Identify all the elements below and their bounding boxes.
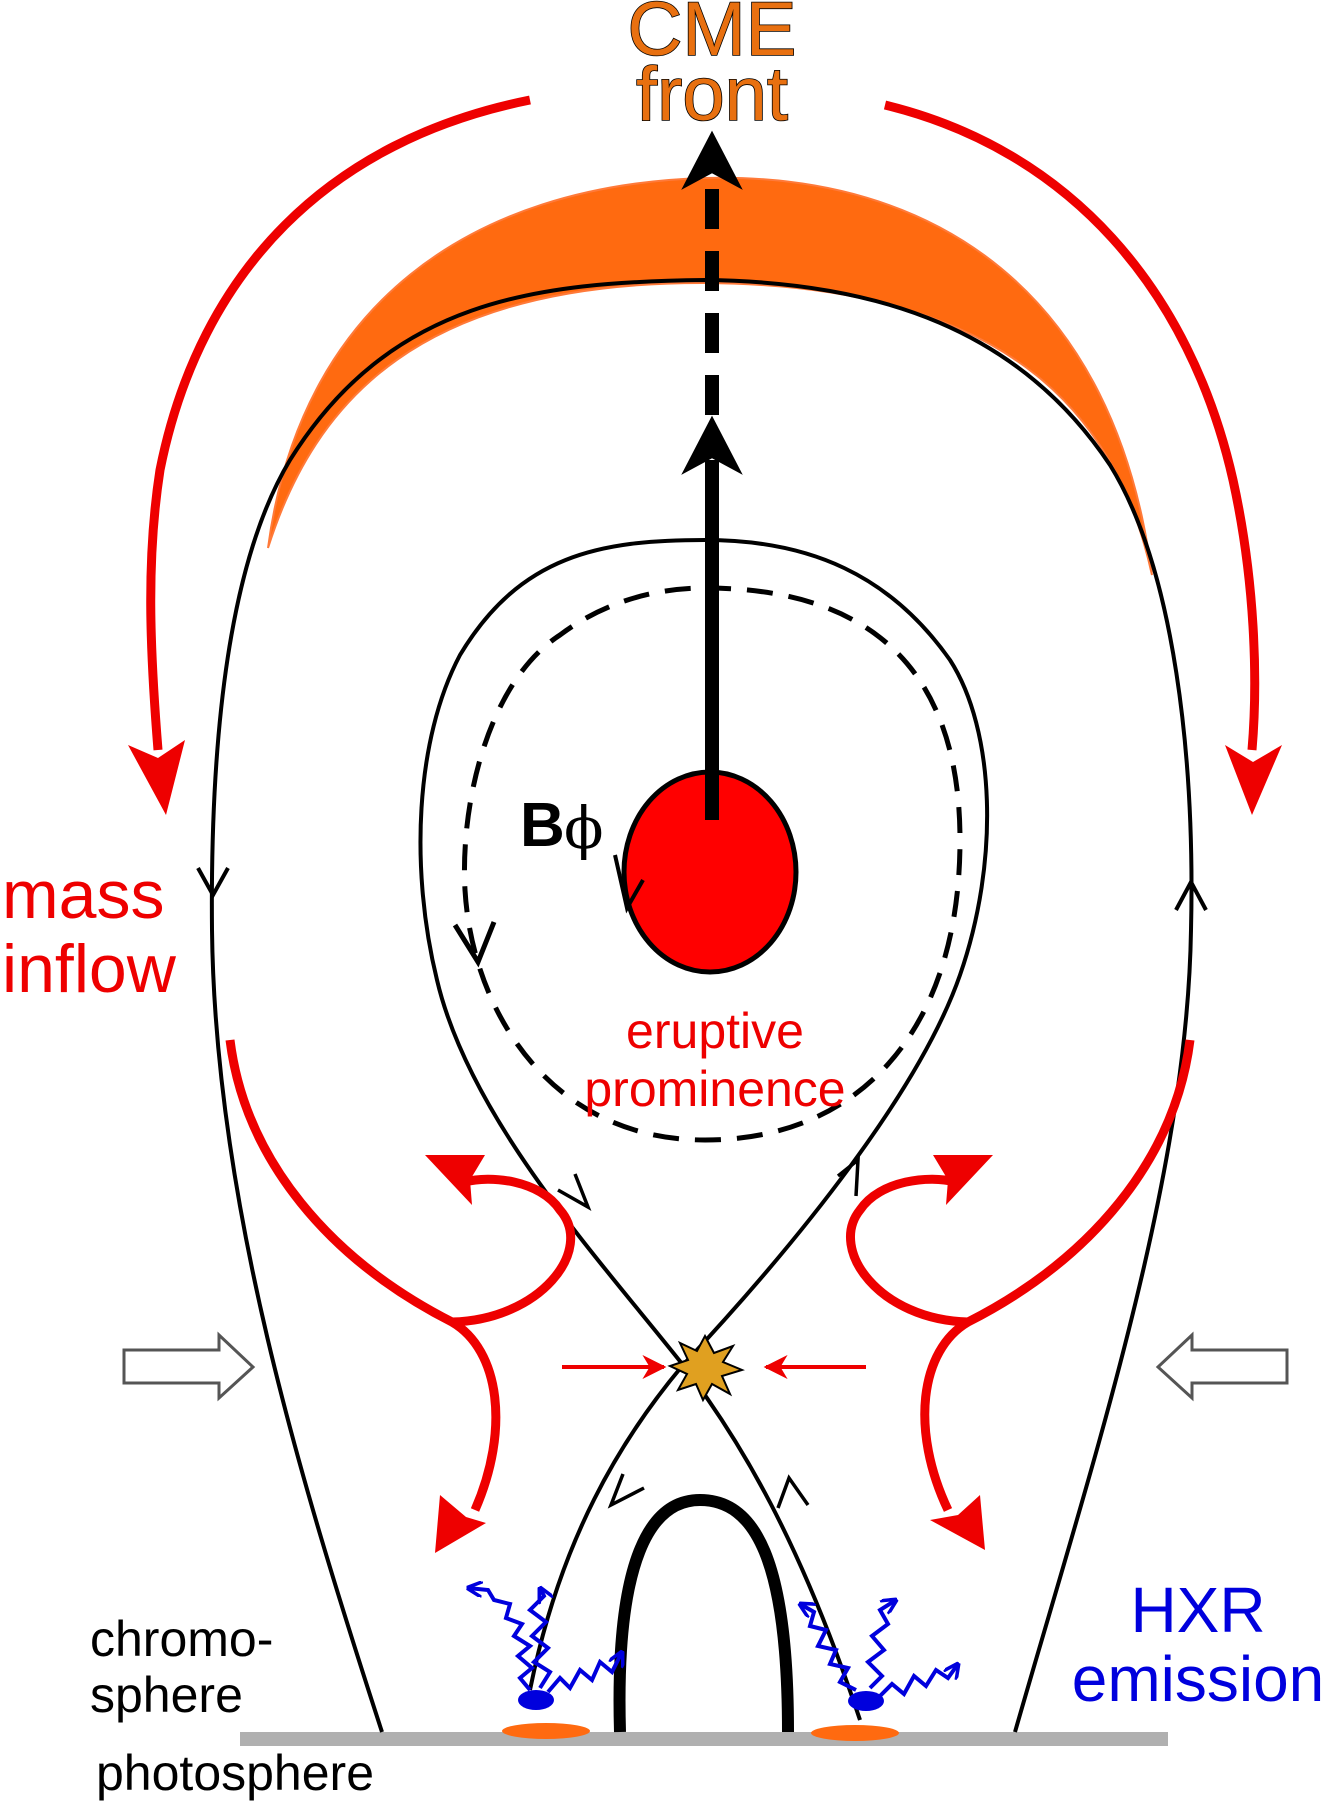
hxr-photon-arrow <box>468 1588 536 1692</box>
outer-line-chevron-left <box>196 867 230 900</box>
hxr-photon-arrow <box>526 1588 550 1690</box>
xline-chevron-lower-right <box>776 1474 810 1509</box>
photosphere-band <box>240 1732 1168 1746</box>
outer-line-chevron-right <box>1174 877 1208 911</box>
mass-flow-arrow-top-left <box>146 95 531 751</box>
b-phi-label-b: B <box>520 791 565 860</box>
inflow-curve-right <box>920 1039 1195 1512</box>
hxr-photon-arrow <box>864 1600 896 1690</box>
hxr-label-line2: emission <box>1072 1643 1325 1715</box>
hxr-photons-right <box>800 1600 958 1698</box>
inflow-curve-left <box>225 1039 501 1512</box>
outflow-curve-right <box>846 1174 969 1327</box>
footpoint-right <box>811 1725 899 1741</box>
xline-chevron-upper-right <box>836 1156 860 1197</box>
inflow-arrowhead-left-lower <box>435 1495 486 1553</box>
prominence-label-line1: eruptive <box>626 1003 804 1059</box>
upward-motion-arrowhead-lower <box>681 415 743 475</box>
mass-flow-arrowhead-top-right <box>1225 745 1282 815</box>
chromosphere-label-line1: chromo- <box>90 1611 273 1667</box>
xline-chevron-upper-left <box>557 1173 592 1211</box>
reconnection-point <box>667 1333 745 1403</box>
dashed-field-circle <box>461 585 963 1143</box>
converging-arrow-left <box>122 1331 256 1402</box>
hxr-source-right <box>848 1691 884 1711</box>
mass-inflow-label-line2: inflow <box>2 931 177 1007</box>
outflow-curve-left <box>451 1174 576 1327</box>
hxr-photon-arrow <box>546 1652 622 1694</box>
hxr-photons-left <box>468 1588 622 1694</box>
hxr-photon-arrow <box>878 1664 958 1698</box>
hxr-source-left <box>518 1690 554 1710</box>
mass-inflow-label-line1: mass <box>2 857 164 933</box>
mass-flow-arrowhead-top-left <box>128 740 185 815</box>
b-phi-arrow <box>613 854 645 914</box>
footpoint-left <box>502 1723 590 1739</box>
mass-flow-arrow-top-right <box>883 100 1260 751</box>
flux-rope-loop <box>418 537 990 1721</box>
post-flare-loop <box>613 1493 794 1733</box>
photosphere-label: photosphere <box>96 1745 374 1801</box>
hxr-photon-arrow <box>800 1604 857 1692</box>
chromosphere-label-line2: sphere <box>90 1667 243 1723</box>
xline-chevron-lower-left <box>607 1473 645 1509</box>
cme-label-line1: CME <box>628 0 797 72</box>
dashed-circle-arrowhead <box>452 921 497 968</box>
outflow-arrowhead-right <box>933 1155 993 1205</box>
prominence-label-line2: prominence <box>584 1061 845 1117</box>
hxr-label-line1: HXR <box>1130 1574 1265 1646</box>
converging-arrow-right <box>1155 1331 1289 1402</box>
outflow-arrowhead-left <box>425 1155 485 1205</box>
b-phi-label-phi: ϕ <box>564 794 604 862</box>
upward-motion-arrowhead-upper <box>681 130 743 190</box>
cme-label-line2: front <box>636 52 788 137</box>
inflow-arrowhead-right-lower <box>930 1495 985 1550</box>
